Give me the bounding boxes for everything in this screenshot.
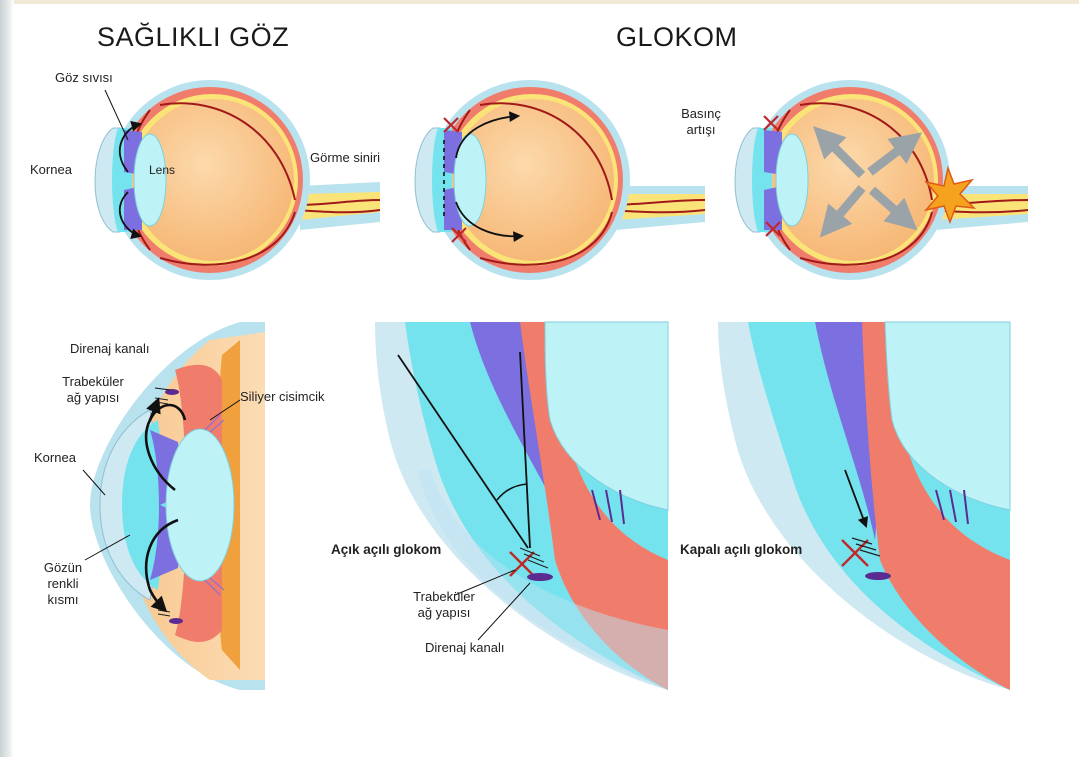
- iris-label: Gözün renkli kısmı: [38, 560, 88, 608]
- closed-angle-detail: [718, 322, 1010, 690]
- bottom-cornea-label: Kornea: [34, 450, 76, 466]
- healthy-eye-cross-section: [95, 80, 380, 280]
- lens-label: Lens: [149, 162, 175, 178]
- open-trab-line2: ağ yapısı: [418, 605, 471, 620]
- trabecular-meshwork-label: Trabeküler ağ yapısı: [53, 374, 133, 406]
- optic-nerve-label: Görme siniri: [310, 150, 380, 166]
- drainage-canal-label: Direnaj kanalı: [70, 341, 150, 357]
- open-angle-detail: [375, 322, 668, 690]
- open-trab-line1: Trabeküler: [413, 589, 475, 604]
- iris-line3: kısmı: [47, 592, 78, 607]
- pressure-rise-line2: artışı: [687, 122, 716, 137]
- pressure-rise-label: Basınç artışı: [676, 106, 726, 138]
- cornea-label: Kornea: [30, 162, 72, 178]
- pressure-rise-line1: Basınç: [681, 106, 721, 121]
- aqueous-humor-label: Göz sıvısı: [55, 70, 113, 86]
- iris-line1: Gözün: [44, 560, 82, 575]
- trabecular-line1: Trabeküler: [62, 374, 124, 389]
- glaucoma-eye-blocked: [415, 80, 705, 280]
- open-angle-drainage-label: Direnaj kanalı: [425, 640, 505, 656]
- glaucoma-eye-pressure: [735, 80, 1028, 280]
- ciliary-body-label: Siliyer cisimcik: [240, 389, 325, 405]
- lens: [134, 134, 166, 226]
- trabecular-line2: ağ yapısı: [67, 390, 120, 405]
- open-angle-glaucoma-label: Açık açılı glokom: [331, 542, 441, 558]
- iris-line2: renkli: [47, 576, 78, 591]
- closed-angle-glaucoma-label: Kapalı açılı glokom: [680, 542, 802, 558]
- open-angle-trabecular-label: Trabeküler ağ yapısı: [402, 589, 486, 621]
